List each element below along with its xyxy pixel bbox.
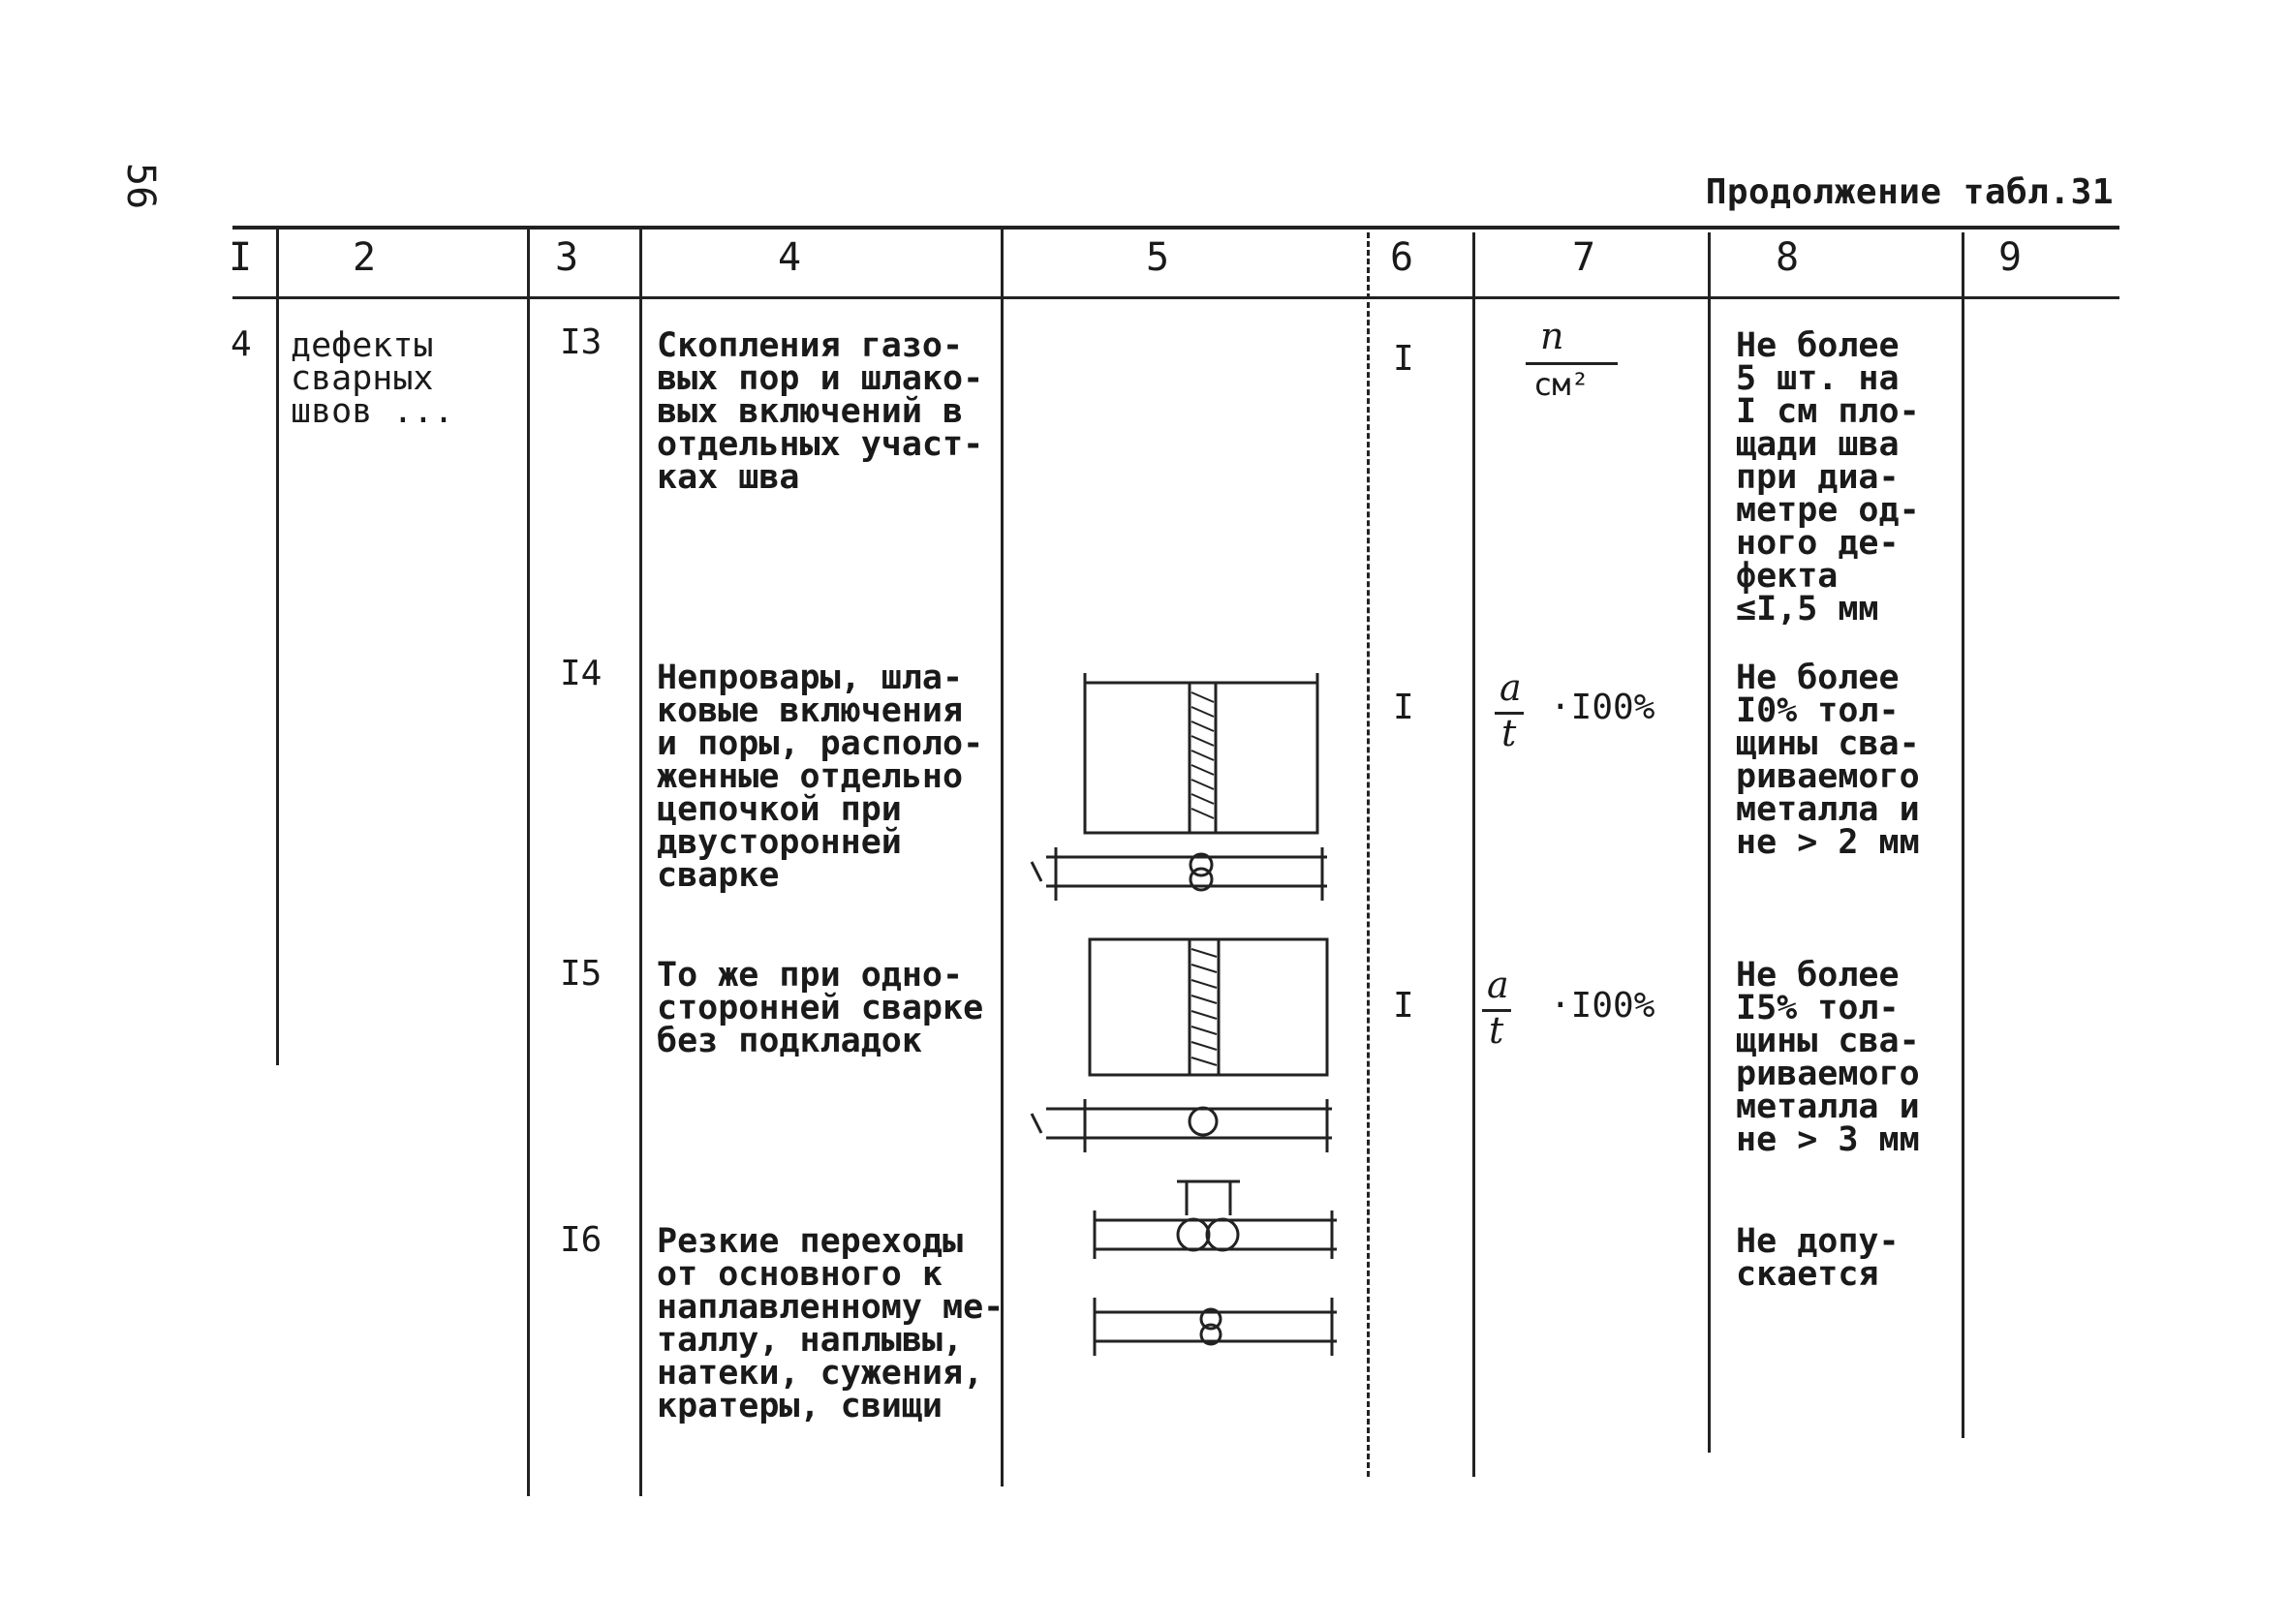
limit-line: I0% тол- (1736, 691, 1900, 730)
defect-type-line: дефекты (291, 326, 434, 365)
description-line: Скопления газо- (657, 326, 964, 365)
limit-line: ного де- (1736, 524, 1900, 563)
limit-line: ≤I,5 мм (1736, 590, 1879, 628)
table-caption: Продолжение табл.31 (1705, 172, 2114, 212)
weld-sketch-double-sided (1030, 673, 1327, 901)
defect-type-line: швов ... (291, 392, 454, 431)
column-header-4: 4 (777, 235, 802, 280)
measure-numerator: n (1540, 315, 1564, 357)
limit-line: скается (1736, 1255, 1879, 1294)
limit-line: фекта (1736, 557, 1839, 596)
description-line: натеки, сужения, (657, 1354, 984, 1393)
description-line: отдельных участ- (657, 425, 984, 464)
limit-line: Не более (1736, 956, 1900, 995)
weld-sketch-single-sided (1030, 937, 1332, 1152)
measure-suffix: ·I00% (1550, 986, 1655, 1026)
limit-line: при диа- (1736, 458, 1900, 497)
fraction-bar (1495, 712, 1524, 715)
limit-line: щины сва- (1736, 724, 1920, 763)
measure-denominator: t (1501, 712, 1517, 754)
row-number: I5 (560, 954, 603, 994)
description-line: женные отдельно (657, 757, 964, 796)
column-divider-5 (1367, 232, 1370, 1477)
row-number: I6 (560, 1220, 603, 1260)
description-line: ках шва (657, 458, 800, 497)
column-header-8: 8 (1775, 235, 1800, 280)
row-category: I (1393, 986, 1414, 1026)
limit-line: риваемого (1736, 757, 1920, 796)
limit-line: Не допу- (1736, 1222, 1900, 1261)
measure-numerator: a (1500, 666, 1522, 709)
description-line: То же при одно- (657, 956, 964, 995)
limit-line: 5 шт. на (1736, 359, 1900, 398)
description-line: таллу, наплывы, (657, 1321, 964, 1360)
fraction-bar (1526, 362, 1618, 365)
description-line: Непровары, шла- (657, 659, 964, 697)
row-description: Непровары, шла- ковые включения и поры, … (657, 659, 984, 895)
row-limit: Не более 5 шт. на I см пло- щади шва при… (1736, 326, 1920, 628)
description-line: вых пор и шлако- (657, 359, 984, 398)
column-header-5: 5 (1145, 235, 1170, 280)
row-limit: Не более I0% тол- щины сва- риваемого ме… (1736, 659, 1920, 862)
limit-line: Не более (1736, 326, 1900, 365)
limit-line: I5% тол- (1736, 989, 1900, 1027)
limit-line: не > 2 мм (1736, 823, 1920, 862)
row-number: I3 (560, 322, 603, 362)
description-line: без подкладок (657, 1022, 922, 1060)
fraction-bar (1482, 1009, 1511, 1012)
measure-denominator: см² (1533, 366, 1590, 403)
column-header-2: 2 (352, 235, 377, 280)
column-header-3: 3 (554, 235, 579, 280)
description-line: сторонней сварке (657, 989, 984, 1027)
measure-suffix: ·I00% (1550, 688, 1655, 727)
limit-line: риваемого (1736, 1055, 1920, 1093)
column-divider-4 (1001, 228, 1004, 1486)
column-divider-1 (276, 228, 279, 1065)
limit-line: I см пло- (1736, 392, 1920, 431)
column-header-1: I (228, 235, 253, 280)
defect-type-cell: дефекты сварных швов ... (291, 326, 454, 431)
description-line: от основного к (657, 1255, 943, 1294)
description-line: двусторонней (657, 823, 902, 862)
description-line: наплавленному ме- (657, 1288, 1005, 1327)
page-number: 56 (118, 163, 163, 210)
description-line: Резкие переходы (657, 1222, 964, 1261)
limit-line: щины сва- (1736, 1022, 1920, 1060)
column-divider-8 (1962, 232, 1964, 1438)
description-line: и поры, располо- (657, 724, 984, 763)
column-header-6: 6 (1389, 235, 1414, 280)
column-divider-6 (1472, 232, 1475, 1477)
limit-line: не > 3 мм (1736, 1120, 1920, 1159)
limit-line: Не более (1736, 659, 1900, 697)
row-category: I (1393, 688, 1414, 727)
column-header-9: 9 (1997, 235, 2023, 280)
column-divider-2 (527, 228, 530, 1496)
row-category: I (1393, 339, 1414, 379)
defect-type-line: сварных (291, 359, 434, 398)
limit-line: метре од- (1736, 491, 1920, 530)
limit-line: металла и (1736, 790, 1920, 829)
row-description: То же при одно- сторонней сварке без под… (657, 956, 984, 1060)
column-divider-7 (1708, 232, 1711, 1453)
row-limit: Не более I5% тол- щины сва- риваемого ме… (1736, 956, 1920, 1159)
limit-line: щади шва (1736, 425, 1900, 464)
measure-numerator: a (1487, 964, 1509, 1006)
description-line: вых включений в (657, 392, 964, 431)
measure-denominator: t (1489, 1009, 1504, 1052)
header-bottom-rule (232, 296, 2119, 299)
row-number: I4 (560, 654, 603, 693)
column-divider-3 (639, 228, 642, 1496)
row-description: Скопления газо- вых пор и шлако- вых вкл… (657, 326, 984, 497)
header-top-rule (232, 226, 2119, 230)
row-limit: Не допу- скается (1736, 1222, 1900, 1294)
description-line: сварке (657, 856, 780, 895)
limit-line: металла и (1736, 1088, 1920, 1126)
column-header-7: 7 (1571, 235, 1596, 280)
description-line: цепочкой при (657, 790, 902, 829)
description-line: кратеры, свищи (657, 1387, 943, 1425)
weld-sketch-transitions (1093, 1180, 1337, 1356)
row-description: Резкие переходы от основного к наплавлен… (657, 1222, 1005, 1425)
group-row-id: 4 (231, 324, 252, 364)
description-line: ковые включения (657, 691, 964, 730)
